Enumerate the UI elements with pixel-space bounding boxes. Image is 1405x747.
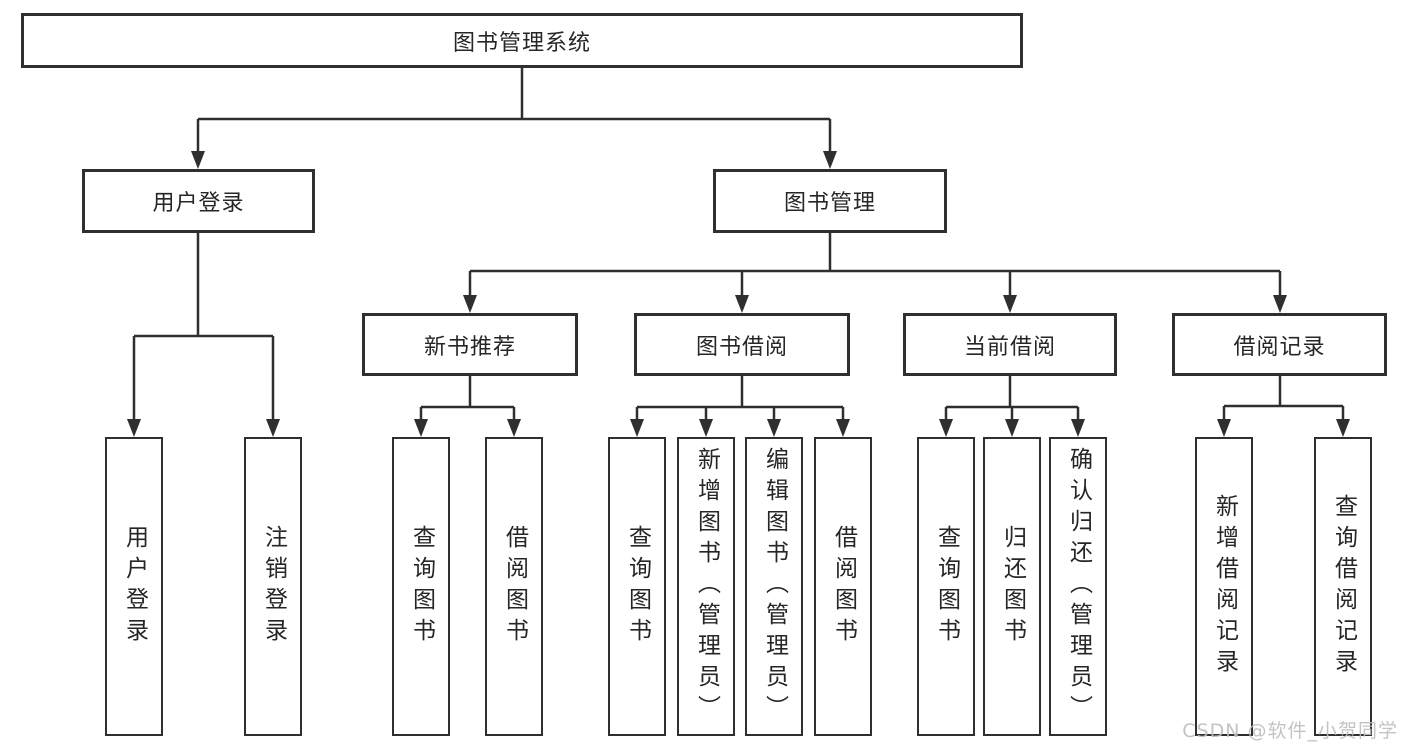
node-user-login-label: 用户登录 [152,191,245,216]
leaf-user-login-label: 用户登录 [121,524,148,649]
csdn-watermark: CSDN @软件_小贺同学 [1182,720,1398,742]
node-current-borrowing: 当前借阅 [903,313,1117,376]
leaf-add-book-admin: 新增图书（管理员） [677,437,735,736]
leaf-query-books-recommend-label: 查询图书 [408,524,435,649]
leaf-query-books-current-label: 查询图书 [933,524,960,649]
node-new-book-recommend: 新书推荐 [362,313,578,376]
leaf-add-borrow-record: 新增借阅记录 [1195,437,1253,736]
leaf-borrow-books-recommend: 借阅图书 [485,437,543,736]
leaf-query-books-recommend: 查询图书 [392,437,450,736]
leaf-query-books-borrowing: 查询图书 [608,437,666,736]
leaf-query-borrow-record-label: 查询借阅记录 [1330,493,1357,680]
leaf-borrow-books-recommend-label: 借阅图书 [501,524,528,649]
node-book-management-label: 图书管理 [783,191,876,216]
leaf-query-books-current: 查询图书 [917,437,975,736]
node-book-management: 图书管理 [713,169,947,233]
leaf-borrow-books-borrowing-label: 借阅图书 [830,524,857,649]
leaf-return-book: 归还图书 [983,437,1041,736]
node-new-book-recommend-label: 新书推荐 [423,334,516,360]
node-root-system: 图书管理系统 [21,13,1023,68]
leaf-borrow-books-borrowing: 借阅图书 [814,437,872,736]
connector-root-split [198,68,830,433]
node-root-label: 图书管理系统 [452,30,591,56]
leaf-edit-book-admin-label: 编辑图书（管理员） [761,447,788,726]
leaf-query-borrow-record: 查询借阅记录 [1314,437,1372,736]
node-current-borrowing-label: 当前借阅 [963,334,1056,360]
leaf-query-books-borrowing-label: 查询图书 [624,524,651,649]
leaf-confirm-return-admin-label: 确认归还（管理员） [1065,447,1092,726]
leaf-add-book-admin-label: 新增图书（管理员） [693,447,720,726]
leaf-confirm-return-admin: 确认归还（管理员） [1049,437,1107,736]
node-user-login: 用户登录 [82,169,315,233]
leaf-logout: 注销登录 [244,437,302,736]
leaf-return-book-label: 归还图书 [999,524,1026,649]
node-book-borrowing: 图书借阅 [634,313,850,376]
node-borrow-records-label: 借阅记录 [1233,334,1326,360]
node-borrow-records: 借阅记录 [1172,313,1387,376]
node-book-borrowing-label: 图书借阅 [695,334,788,360]
leaf-add-borrow-record-label: 新增借阅记录 [1211,493,1238,680]
leaf-edit-book-admin: 编辑图书（管理员） [745,437,803,736]
leaf-logout-label: 注销登录 [260,524,287,649]
arrowheads [127,151,1350,437]
leaf-user-login: 用户登录 [105,437,163,736]
